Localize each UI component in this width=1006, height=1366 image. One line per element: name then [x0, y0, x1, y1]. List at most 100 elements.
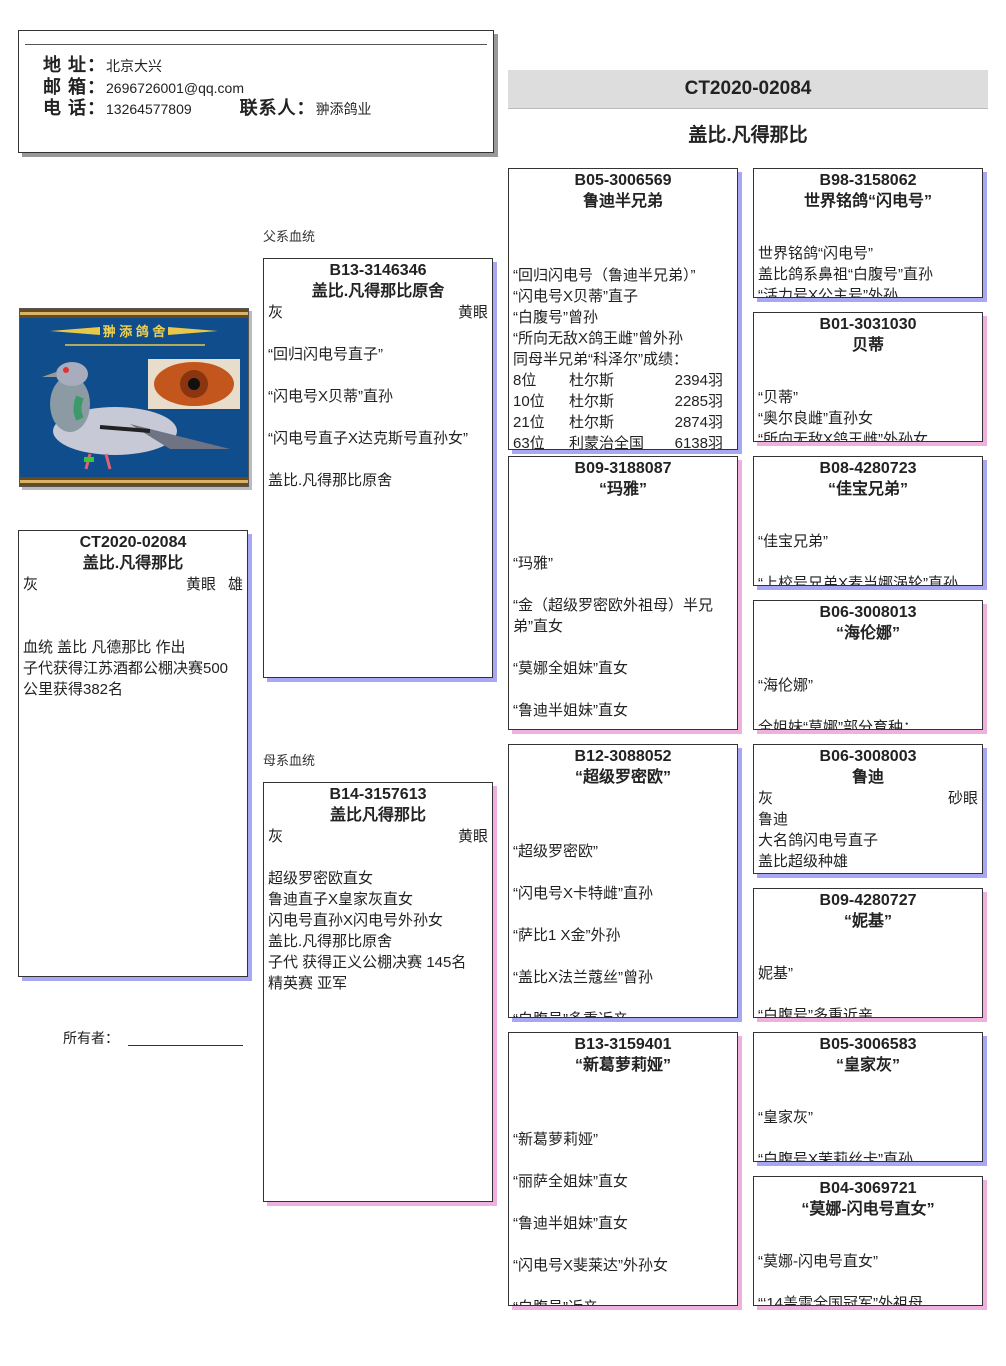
color-attr: 灰 — [758, 790, 774, 807]
eye-attr: 黄眼 — [457, 304, 488, 321]
note-line — [268, 449, 488, 470]
note-line — [513, 574, 733, 595]
note-line: “奥尔良雌”直孙女 — [758, 410, 873, 427]
card-notes: “贝蒂”“奥尔良雌”直孙女“所向无敌X鸽王雌”外孙女 — [754, 387, 982, 442]
pigeon-name: “新葛萝莉娅” — [574, 1057, 671, 1074]
card-notes: “新葛萝莉娅” “丽萨全姐妹”直女 “鲁迪半姐妹”直女 “闪电号X斐莱达”外孙女 “白腹… — [509, 1129, 737, 1305]
ring-number: B01-3031030 — [819, 316, 917, 333]
title-ring-number: CT2020-02084 — [508, 70, 988, 109]
note-line: 公里获得382名 — [23, 681, 124, 698]
note-line: “闪电号X贝蒂”直子 — [513, 288, 638, 305]
note-line — [513, 1234, 733, 1255]
ring-number: CT2020-02084 — [79, 534, 187, 551]
note-line: “闪电号X贝蒂”直孙 — [268, 388, 393, 405]
address-label: 地 址： — [43, 55, 107, 75]
note-line: 同母半兄弟“科泽尔”成绩： — [513, 351, 688, 368]
address-value: 北京大兴 — [106, 58, 163, 74]
card-notes: “莫娜-闪电号直女”“‘14盖雷全国冠军”外祖母 — [754, 1251, 982, 1306]
card-notes: 超级罗密欧直女鲁迪直子X皇家灰直女闪电号直孙X闪电号外孙女盖比.凡得那比原舍子代… — [264, 847, 492, 994]
ring-number: B04-3069721 — [819, 1180, 917, 1197]
pigeon-name: 盖比凡得那比 — [329, 807, 426, 824]
note-line: 闪电号直孙X闪电号外孙女 — [268, 912, 444, 929]
note-line: “莫娜全姐妹”直女 — [513, 660, 628, 677]
pigeon-photo: 翀 添 鸽 舍 — [19, 308, 249, 487]
note-line: “所向无敌X鸽王雌”外孙女 — [758, 431, 928, 442]
dam-line-label: 母系血统 — [263, 753, 316, 768]
pedigree-card-sdd[interactable]: B06-3008013“海伦娜”“海伦娜”全姐妹“莫娜”部分育种： — [753, 600, 983, 730]
note-line: “回归闪电号（鲁迪半兄弟）” — [513, 267, 696, 284]
logo-text: 翀 添 鸽 舍 — [103, 324, 167, 339]
note-line: “‘14盖雷全国冠军”外祖母 — [758, 1295, 924, 1306]
pedigree-card-ddd[interactable]: B04-3069721“莫娜-闪电号直女”“莫娜-闪电号直女”“‘14盖雷全国冠… — [753, 1176, 983, 1306]
note-line — [758, 984, 978, 1005]
note-line: “闪电号X斐莱达”外孙女 — [513, 1257, 668, 1274]
ring-number: B05-3006583 — [819, 1036, 917, 1053]
note-line: 盖比超级种雄 — [758, 853, 849, 870]
note-line — [513, 988, 733, 1009]
note-line: “所向无敌X鸽王雌”曾外孙 — [513, 330, 683, 347]
card-notes: “皇家灰”“白腹号X茉莉丝卡”直孙 — [754, 1107, 982, 1161]
note-line: 血统 盖比 凡德那比 作出 — [23, 639, 186, 656]
ring-number: B08-4280723 — [819, 460, 917, 477]
pedigree-card-dd[interactable]: B13-3159401 “新葛萝莉娅” “新葛萝莉娅” “丽萨全姐妹”直女 “鲁迪半姐妹… — [508, 1032, 738, 1306]
note-line: “鲁迪半姐妹”直女 — [513, 1215, 628, 1232]
note-line: “丽萨全姐妹”直女 — [513, 1173, 628, 1190]
pedigree-card-dds[interactable]: B05-3006583“皇家灰”“皇家灰”“白腹号X茉莉丝卡”直孙 — [753, 1032, 983, 1162]
card-notes: “海伦娜”全姐妹“莫娜”部分育种： — [754, 675, 982, 729]
pedigree-card-sd[interactable]: B09-3188087“玛雅”“玛雅”“金（超级罗密欧外祖母）半兄弟”直女“莫娜… — [508, 456, 738, 730]
sex-attr: 雄 — [227, 576, 243, 593]
note-line: 大名鸽闪电号直子 — [758, 832, 879, 849]
contact-value: 翀添鸽业 — [315, 101, 372, 117]
eye-attr: 黄眼 — [457, 828, 488, 845]
note-line: 世界铭鸽“闪电号” — [758, 245, 873, 262]
note-line: “白腹号”近亲 — [513, 1297, 733, 1305]
note-line: “鲁迪半姐妹”直女 — [513, 702, 628, 719]
email-label: 邮 箱： — [43, 77, 107, 97]
card-notes: 鲁迪大名鸽闪电号直子盖比超级种雄 — [754, 809, 982, 872]
note-line — [758, 1128, 978, 1149]
note-line: “超级罗密欧” — [513, 843, 598, 860]
note-line: 盖比.凡得那比原舍 — [268, 472, 393, 489]
note-line: “白腹号”曾孙 — [513, 309, 598, 326]
attributes-row: 灰黄眼 — [264, 826, 492, 847]
result-birds: 6138羽 — [674, 435, 723, 450]
phone-label: 电 话： — [43, 98, 107, 118]
ring-number: B12-3088052 — [574, 748, 672, 765]
result-race: 杜尔斯 — [569, 372, 615, 389]
spacer — [283, 302, 458, 323]
pigeon-name: “海伦娜” — [835, 625, 900, 642]
pigeon-name: 盖比.凡得那比 — [82, 555, 184, 572]
ring-number: B13-3159401 — [574, 1036, 672, 1053]
pedigree-card-ds[interactable]: B12-3088052“超级罗密欧”“超级罗密欧”“闪电号X卡特雌”直孙“萨比1… — [508, 744, 738, 1018]
note-line: “玛雅” — [513, 555, 553, 572]
email-row: 邮 箱：2696726001@qq.com — [43, 77, 244, 98]
note-line: 超级罗密欧直女 — [268, 870, 374, 887]
pigeon-image: 翀 添 鸽 舍 — [20, 309, 248, 486]
spacer — [773, 788, 948, 809]
pedigree-card-dsd[interactable]: B09-4280727“妮基”妮基”“白腹号”多重近亲 — [753, 888, 983, 1018]
note-line: “白腹号”多重近亲 — [758, 1007, 873, 1018]
pedigree-card-sds[interactable]: B08-4280723“佳宝兄弟”“佳宝兄弟”“上校号兄弟X麦当娜涡轮”直孙 — [753, 456, 983, 586]
note-line: “新葛萝莉娅” — [513, 1131, 598, 1148]
note-line — [513, 679, 733, 700]
spacer — [283, 826, 458, 847]
ring-number: B06-3008003 — [819, 748, 917, 765]
result-race: 利蒙治全国 — [569, 435, 645, 450]
attributes-row: 灰砂眼 — [754, 788, 982, 809]
color-attr: 灰 — [268, 304, 284, 321]
note-line — [513, 862, 733, 883]
pigeon-name: 鲁迪半兄弟 — [582, 193, 663, 210]
owner-signature-line[interactable] — [128, 1045, 243, 1046]
note-line: “闪电号直子X达克斯号直孙女” — [268, 430, 468, 447]
